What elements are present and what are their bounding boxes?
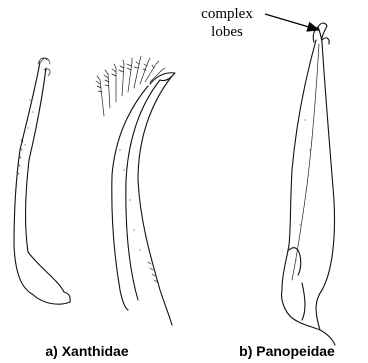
xanthidae-gonopod-setose [96,56,175,325]
complex-lobes-annotation: complex lobes [201,6,319,40]
panopeidae-gonopod [282,23,335,345]
caption-panopeidae: b) Panopeidae [239,343,335,359]
annotation-arrow [265,14,319,30]
caption-xanthidae: a) Xanthidae [45,343,128,359]
xanthidae-gonopod-slender [14,58,70,304]
annotation-line-2: lobes [211,24,243,40]
annotation-line-1: complex [201,6,253,22]
setae-tuft [96,56,165,116]
